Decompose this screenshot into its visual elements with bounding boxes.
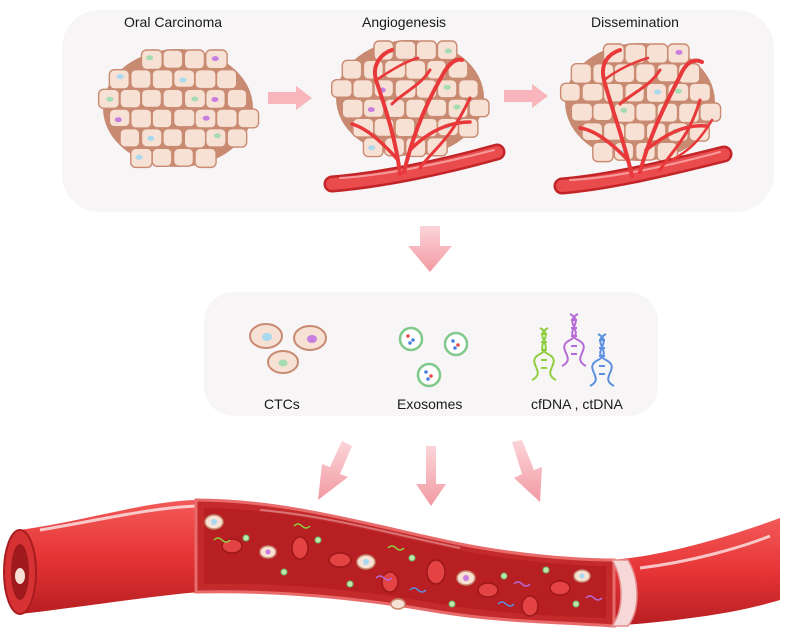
down-arrow	[408, 226, 452, 272]
tumor-cell	[634, 62, 656, 84]
cell-nucleus	[654, 89, 662, 95]
tumor-cell	[183, 49, 206, 70]
tumor-cell	[570, 102, 594, 122]
tumor-cell	[394, 117, 416, 138]
tumor-cell	[341, 59, 363, 80]
stage-label-oral-carcinoma: Oral Carcinoma	[124, 14, 223, 30]
stage-arrow-2	[504, 84, 548, 108]
tumor-cell	[592, 141, 614, 163]
tumor-cell	[394, 40, 417, 61]
tumor-cell	[194, 68, 217, 90]
tumor-cell	[119, 127, 141, 148]
cell-nucleus	[211, 96, 219, 102]
cell-nucleus	[114, 117, 122, 123]
tumor-cell	[172, 108, 196, 128]
tumor-cell	[162, 127, 184, 148]
cell-nucleus	[147, 135, 155, 141]
tumor-cell	[151, 68, 174, 90]
tumor-cell	[624, 121, 646, 142]
tumor-cell	[226, 88, 248, 109]
stage-label-dissemination: Dissemination	[591, 14, 679, 30]
biomarker-label-ctcs: CTCs	[264, 396, 300, 412]
cell-nucleus	[213, 133, 221, 139]
tumor-cell	[656, 62, 679, 83]
biomarker-panel	[204, 292, 658, 416]
tumor-cell	[645, 43, 669, 64]
cell-nucleus	[202, 115, 210, 121]
tumor-cell	[592, 102, 613, 122]
tumor-cell	[151, 108, 173, 129]
tumor-cell	[415, 40, 438, 61]
release-arrow-right	[512, 440, 542, 502]
cell-nucleus	[620, 107, 628, 113]
tumor-cell	[215, 108, 238, 129]
tumor-cell	[352, 78, 374, 99]
cell-nucleus	[368, 145, 376, 151]
tumor-cell	[140, 49, 163, 71]
cell-nucleus	[135, 154, 143, 160]
tumor-cell	[570, 62, 593, 84]
dna-helices	[531, 313, 615, 387]
tumor-cell	[226, 127, 248, 148]
tumor-cell	[162, 49, 184, 70]
tumor-cell	[237, 108, 260, 129]
tumor-cell	[194, 147, 217, 169]
tumor-cell	[405, 59, 427, 81]
biomarker-label-cfdna-ctdna: cfDNA , ctDNA	[531, 396, 623, 412]
tumor-cell	[559, 82, 582, 102]
stage-label-angiogenesis: Angiogenesis	[362, 14, 447, 30]
tumor-cell	[457, 78, 480, 99]
cell-nucleus	[444, 48, 452, 54]
tumor-cell	[108, 68, 130, 90]
tumor-cell	[140, 88, 163, 109]
tumor-cell	[581, 82, 604, 102]
oral-carcinoma-tumor	[97, 49, 260, 169]
tumor-cell	[183, 127, 207, 149]
tumor-cell	[119, 88, 142, 109]
release-arrow-left	[318, 441, 352, 500]
tumor-cell	[151, 147, 173, 168]
tumor-cell	[215, 68, 238, 90]
tumor-cell	[699, 102, 722, 122]
tumor-cell	[331, 78, 353, 98]
tumor-cell	[162, 88, 184, 109]
biomarker-label-exosomes: Exosomes	[397, 396, 463, 412]
cell-nucleus	[191, 96, 199, 102]
ctc-cells	[249, 323, 327, 374]
tumor-cell	[634, 102, 657, 122]
tumor-cell	[172, 147, 195, 167]
cell-nucleus	[453, 104, 461, 110]
release-arrow-center	[416, 446, 446, 506]
blood-vessel	[3, 498, 780, 628]
stage-arrow-1	[268, 86, 312, 110]
cell-nucleus	[179, 77, 187, 83]
cell-nucleus	[146, 55, 154, 61]
exosome-vesicles	[398, 326, 469, 388]
cell-nucleus	[675, 49, 683, 55]
cell-nucleus	[106, 96, 114, 102]
cell-nucleus	[367, 107, 375, 113]
cell-nucleus	[674, 88, 682, 94]
cell-nucleus	[443, 84, 451, 90]
tumor-cell	[341, 98, 364, 119]
cell-nucleus	[116, 74, 124, 80]
cell-nucleus	[211, 56, 219, 62]
angiogenesis-vessels	[323, 48, 506, 193]
tumor-cell	[468, 98, 490, 118]
tumor-cell	[130, 68, 152, 90]
tumor-cell	[130, 108, 153, 129]
dissemination-vessels	[553, 48, 733, 195]
